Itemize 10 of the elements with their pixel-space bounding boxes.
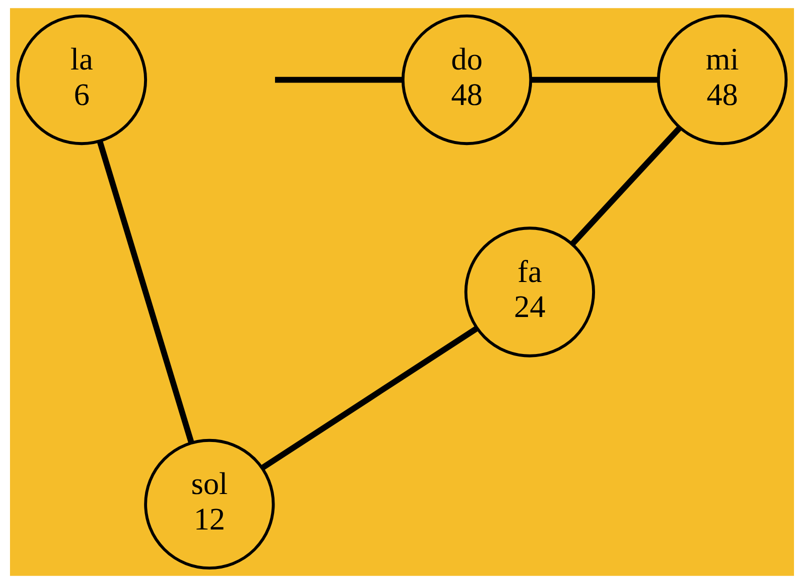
node-circle: la 6 bbox=[16, 14, 148, 146]
connector bbox=[275, 76, 402, 83]
node-circle: do 48 bbox=[402, 14, 532, 146]
connector bbox=[96, 140, 194, 444]
connector bbox=[530, 76, 658, 83]
node-circle: mi 48 bbox=[656, 14, 788, 146]
connector bbox=[260, 326, 478, 470]
node-circle: sol 12 bbox=[144, 438, 275, 570]
node-circle: fa 24 bbox=[464, 226, 596, 358]
connector bbox=[570, 126, 682, 246]
